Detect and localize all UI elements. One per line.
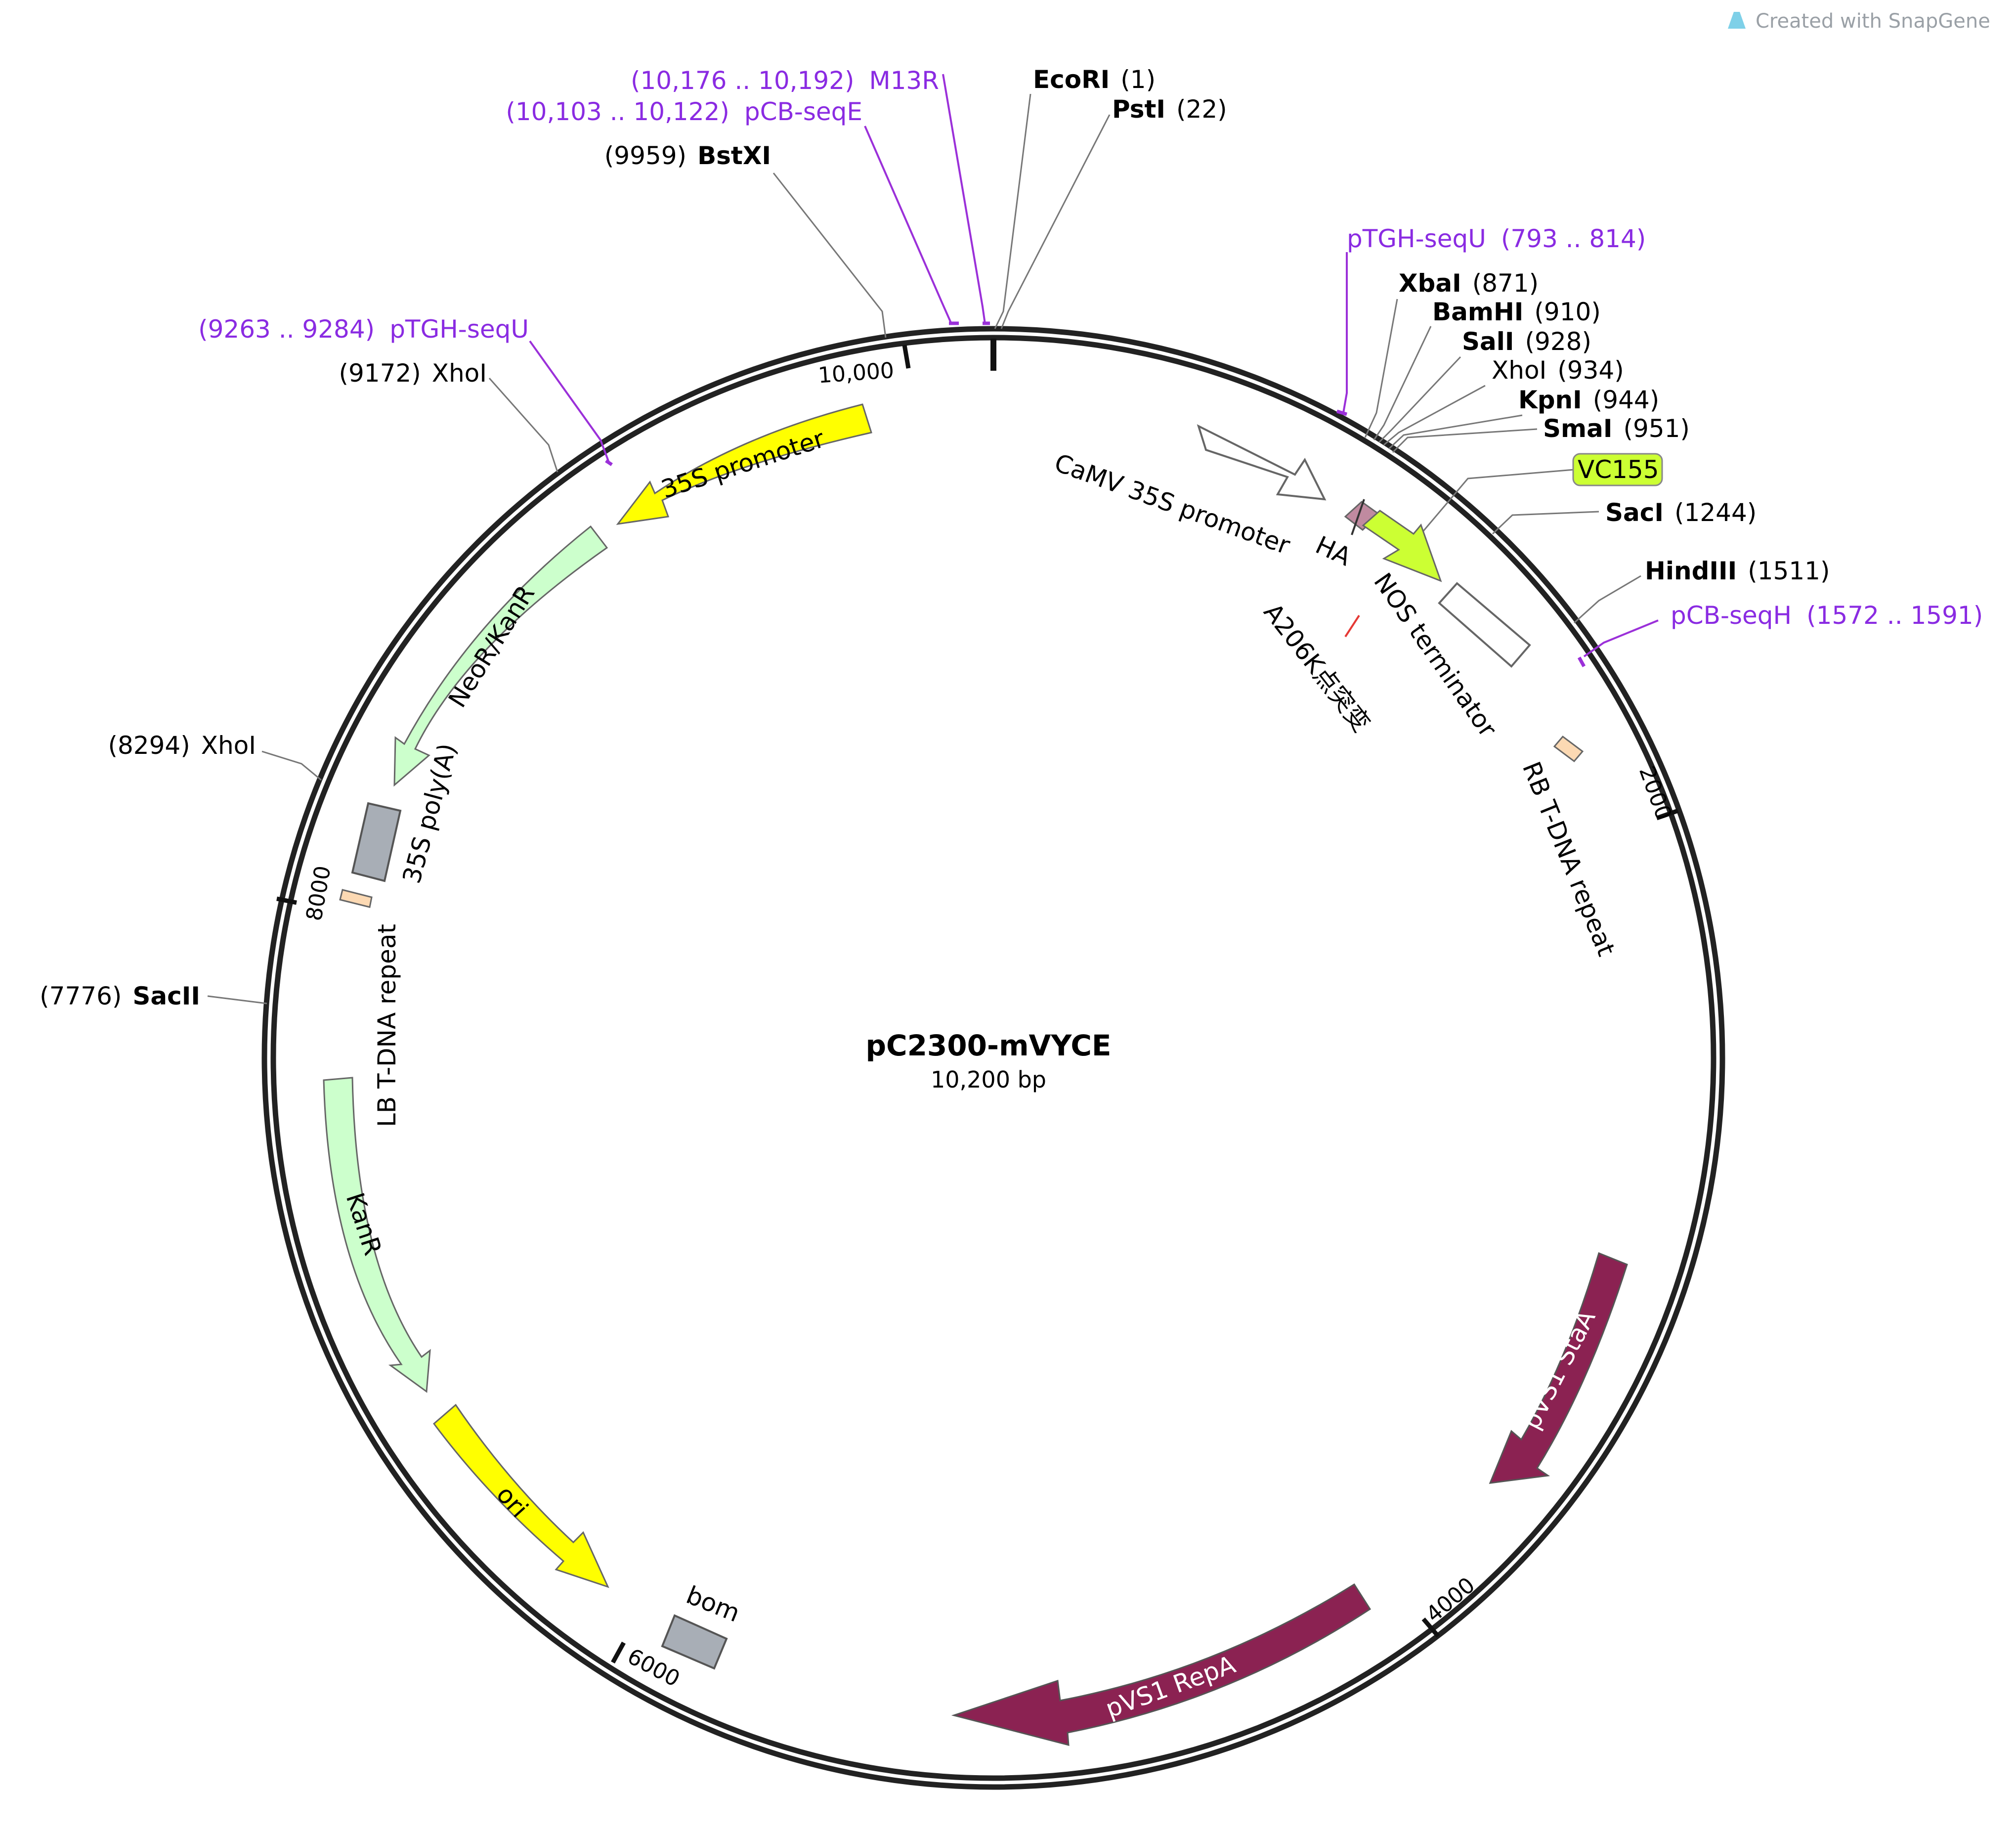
primer-ptgh-sequ-9263: (9263 .. 9284)pTGH-seqU bbox=[198, 315, 529, 344]
leader-ecori bbox=[994, 93, 1031, 329]
site-xhoi-934: XhoI(934) bbox=[1492, 356, 1624, 385]
leader-vc155 bbox=[1420, 469, 1575, 534]
tick-mark-10000 bbox=[902, 345, 911, 369]
leader-xhoi-8294 bbox=[261, 750, 322, 781]
feature-lb-tdna-repeat-box bbox=[339, 889, 373, 908]
leader-bstxi bbox=[772, 173, 887, 338]
tick-mark-4000 bbox=[1421, 1617, 1440, 1638]
site-sacii: (7776)SacII bbox=[40, 982, 200, 1010]
tick-label-8000: 8000 bbox=[301, 864, 336, 923]
snapgene-logo-icon bbox=[1728, 12, 1746, 29]
site-kpni: KpnI(944) bbox=[1518, 386, 1659, 414]
snapgene-watermark: Created with SnapGene bbox=[1728, 10, 1990, 33]
site-bamhi: BamHI(910) bbox=[1432, 298, 1601, 326]
feature-camv-35s-promoter-arrow bbox=[1197, 424, 1327, 501]
site-psti: PstI(22) bbox=[1112, 95, 1227, 124]
feature-ha-marker bbox=[1351, 499, 1365, 535]
leader-xhoi-934 bbox=[1383, 385, 1486, 446]
backbone bbox=[261, 326, 1725, 1790]
scale-ticks bbox=[276, 345, 1679, 1664]
site-saci: SacI(1244) bbox=[1605, 498, 1757, 527]
feature-ori-arrow bbox=[432, 1403, 609, 1588]
site-hindiii: HindIII(1511) bbox=[1645, 557, 1830, 585]
leader-xhoi-9172 bbox=[488, 378, 558, 473]
leader-xbai bbox=[1364, 299, 1398, 438]
feature-35s-polya-box bbox=[351, 802, 402, 882]
primer-marks bbox=[605, 321, 1586, 667]
leader-psti bbox=[1000, 114, 1111, 329]
feature-ha-label: HA bbox=[1311, 530, 1356, 571]
site-labels: EcoRI(1) PstI(22) (9959)BstXI XbaI(871) … bbox=[40, 65, 1830, 1010]
tick-mark-6000 bbox=[611, 1641, 626, 1664]
primer-leaders bbox=[529, 74, 1659, 657]
feature-lb-tdna-repeat-label: LB T-DNA repeat bbox=[373, 924, 401, 1127]
leader-bamhi bbox=[1373, 326, 1432, 440]
feature-kanr-arrow bbox=[323, 1077, 431, 1393]
feature-vc155-tag bbox=[1572, 453, 1663, 486]
site-ecori: EcoRI(1) bbox=[1033, 65, 1156, 94]
primer-mark-ptgh-sequ-793 bbox=[1336, 409, 1348, 416]
tick-mark-8000 bbox=[276, 896, 297, 905]
primer-mark-pcb-seqh bbox=[1577, 656, 1586, 667]
site-xhoi-8294: (8294)XhoI bbox=[108, 731, 256, 760]
primer-pcb-seqh: pCB-seqH(1572 .. 1591) bbox=[1671, 601, 1983, 630]
tick-label-10000: 10,000 bbox=[817, 358, 895, 389]
leader-m13r bbox=[942, 74, 986, 324]
primer-ptgh-sequ-793: pTGH-seqU(793 .. 814) bbox=[1347, 224, 1646, 253]
site-leaders bbox=[207, 93, 1641, 1004]
feature-bom-label: bom bbox=[683, 1580, 744, 1627]
primer-pcb-seqe: (10,103 .. 10,122)pCB-seqE bbox=[506, 97, 862, 126]
feature-vc155-arrow bbox=[1362, 510, 1442, 582]
feature-neor-kanr-label: NeoR/KanR bbox=[443, 580, 540, 713]
feature-pvs1-staa-arrow bbox=[1489, 1252, 1628, 1484]
plasmid-size: 10,200 bp bbox=[931, 1066, 1046, 1093]
tick-mark-2000 bbox=[1656, 808, 1679, 821]
site-sali: SalI(928) bbox=[1462, 327, 1591, 356]
backbone-outer-ring bbox=[261, 326, 1725, 1790]
feature-35s-promoter-label: 35S promoter bbox=[658, 424, 828, 504]
backbone-inner-ring bbox=[270, 335, 1716, 1781]
primer-mark-ptgh-sequ-9263 bbox=[605, 459, 613, 466]
leader-kpni bbox=[1388, 414, 1523, 450]
feature-neor-kanr-arrow bbox=[393, 525, 608, 787]
leader-pcb-seqh bbox=[1583, 619, 1659, 657]
site-bstxi: (9959)BstXI bbox=[604, 141, 771, 170]
leader-pcb-seqe bbox=[864, 126, 952, 324]
feature-bom-box bbox=[661, 1614, 728, 1670]
primer-labels: (10,176 .. 10,192)M13R (10,103 .. 10,122… bbox=[198, 66, 1983, 630]
leader-ptgh-sequ-9263 bbox=[529, 340, 610, 464]
leader-smai bbox=[1392, 428, 1538, 453]
feature-a206k-label: A206K点突变 bbox=[1258, 598, 1376, 738]
watermark-text: Created with SnapGene bbox=[1756, 10, 1990, 33]
feature-a206k-marker bbox=[1344, 614, 1360, 638]
leader-sali bbox=[1378, 356, 1461, 443]
plasmid-name: pC2300-mVYCE bbox=[865, 1029, 1111, 1062]
primer-m13r: (10,176 .. 10,192)M13R bbox=[631, 66, 939, 95]
site-xbai: XbaI(871) bbox=[1399, 269, 1539, 298]
feature-rb-tdna-repeat-box bbox=[1553, 735, 1584, 763]
site-xhoi-9172: (9172)XhoI bbox=[339, 359, 487, 388]
site-smai: SmaI(951) bbox=[1543, 414, 1690, 443]
leader-saci bbox=[1492, 511, 1599, 535]
leader-hindiii bbox=[1573, 575, 1641, 624]
feature-35s-promoter-arrow bbox=[616, 403, 872, 525]
feature-pvs1-repa-arrow bbox=[951, 1583, 1372, 1746]
leader-sacii bbox=[207, 995, 267, 1004]
feature-rb-tdna-repeat-label: RB T-DNA repeat bbox=[1517, 758, 1621, 960]
leader-ptgh-sequ-793 bbox=[1342, 252, 1348, 413]
feature-vc155-label: VC155 bbox=[1578, 455, 1659, 484]
feature-nos-terminator-box bbox=[1438, 582, 1531, 668]
feature-nos-terminator-label: NOS terminator bbox=[1368, 568, 1502, 742]
